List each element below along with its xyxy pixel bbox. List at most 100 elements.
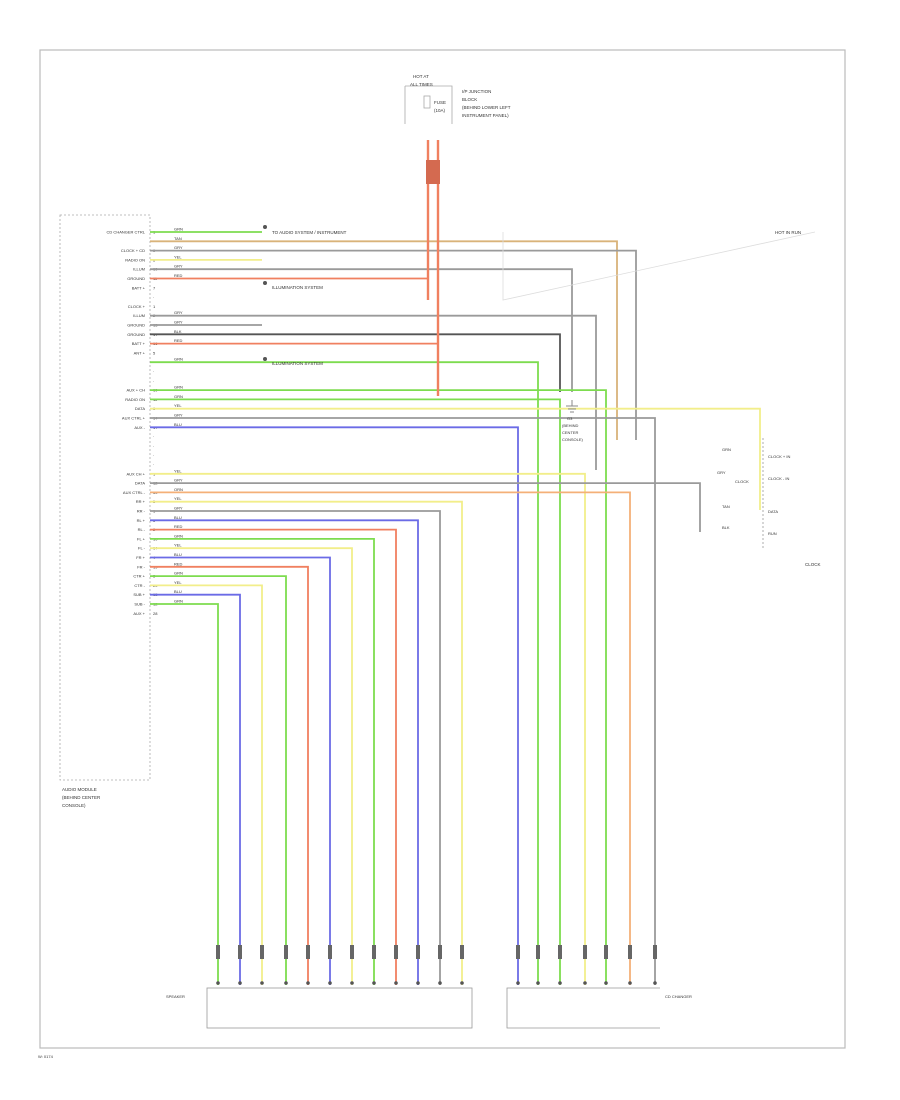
fuse-block-bracket <box>404 85 453 124</box>
audio-module-pin-label: AUX + <box>133 611 145 616</box>
audio-module-pin-label: ANT + <box>134 350 146 355</box>
wire-splice-marker <box>260 945 264 959</box>
wire-color-label: RED <box>174 524 183 529</box>
wire-color-label: GRY <box>174 245 183 250</box>
connector-pin <box>653 981 657 985</box>
clock-pin-label-3: DATA <box>768 509 778 514</box>
wire-trace <box>150 249 637 440</box>
reference-arrow-2 <box>263 281 267 285</box>
connector-pin <box>516 981 520 985</box>
audio-module-pin-label: FR - <box>137 564 145 569</box>
wire-trace <box>150 584 263 985</box>
audio-module-pin-label: FR + <box>136 555 145 560</box>
audio-module-pin-label: CD CHANGER CTRL <box>107 230 146 235</box>
connector-pin <box>416 981 420 985</box>
fuse-block-side-1: I/P JUNCTION <box>462 89 491 94</box>
wire-color-label: YEL <box>174 254 182 259</box>
clock-module: HOT IN RUN CLOCK + IN CLOCK - IN DATA RU… <box>717 230 821 567</box>
clock-hot-label: HOT IN RUN <box>775 230 801 235</box>
audio-module-pin-number: 28 <box>153 611 158 616</box>
footer-code: W: 0174 <box>38 1054 54 1059</box>
wire-splice-marker <box>216 945 220 959</box>
ground-line-2: (BEHIND <box>562 423 579 428</box>
wire-splice-marker <box>284 945 288 959</box>
reference-arrow-3 <box>263 357 267 361</box>
wire-trace <box>150 361 539 985</box>
clock-feed-trace <box>502 231 816 301</box>
audio-module-pin-label: AUX - <box>134 425 145 430</box>
wire-trace <box>150 333 561 392</box>
wire-trace <box>150 603 219 985</box>
fuse-block-line-4: (10A) <box>434 108 446 113</box>
wire-trace <box>150 140 429 280</box>
clock-pin-label-2: CLOCK - IN <box>768 476 789 481</box>
audio-module-pin-number: · <box>153 443 154 448</box>
wire-trace <box>150 472 586 985</box>
wire-splice-marker <box>394 945 398 959</box>
audio-module-name-3: CONSOLE) <box>62 803 86 808</box>
audio-module-pin-label: AUX + CH <box>126 388 145 393</box>
audio-module-pin-label: RR - <box>137 509 146 514</box>
wire-color-label: GRN <box>174 571 183 576</box>
audio-module-pin-label: RL - <box>138 527 146 532</box>
wire-trace <box>150 519 419 985</box>
wire-trace <box>150 593 241 985</box>
wire-trace <box>150 491 631 985</box>
wire-color-label: BLU <box>174 552 182 557</box>
wire-color-label: TAN <box>174 236 182 241</box>
wire-splice-marker <box>416 945 420 959</box>
clock-wire-label-2: GRY <box>717 470 726 475</box>
wire-trace <box>150 565 309 985</box>
audio-module-pin-label: CTR - <box>134 583 145 588</box>
wire-color-label: GRY <box>174 506 183 511</box>
audio-module-pin-number: · <box>153 434 154 439</box>
connector-pin <box>306 981 310 985</box>
wire-splice-marker <box>238 945 242 959</box>
audio-module-pin-label: BATT + <box>132 285 146 290</box>
wire-trace <box>150 417 656 985</box>
audio-module-pin-label: SUB + <box>133 592 145 597</box>
wire-splice-marker <box>460 945 464 959</box>
audio-module-pin-number: · <box>153 453 154 458</box>
cd-changer-connector-label: CD CHANGER <box>665 994 692 999</box>
speaker-connector: SPEAKER <box>166 987 473 1029</box>
wire-trace <box>150 407 761 510</box>
wire-splice-marker <box>516 945 520 959</box>
wire-trace <box>150 575 287 985</box>
clock-wire-label-4: BLK <box>722 525 730 530</box>
clock-wire-label-3: TAN <box>722 504 730 509</box>
wire-splice-marker <box>306 945 310 959</box>
connector-pin <box>372 981 376 985</box>
reference-arrow-1 <box>263 225 267 229</box>
fuse-block-line-1: HOT AT <box>413 74 429 79</box>
connector-pin <box>260 981 264 985</box>
fuse-block: HOT AT ALL TIMES FUSE (10A) I/P JUNCTION… <box>404 74 511 124</box>
wire-color-label: GRY <box>174 413 183 418</box>
audio-module-pin-label: RR + <box>136 499 146 504</box>
wire-trace <box>150 314 597 470</box>
wire-splice-marker <box>536 945 540 959</box>
ground-line-4: CONSOLE) <box>562 437 584 442</box>
wire-trace <box>150 398 561 985</box>
ground-line-3: CENTER <box>562 430 579 435</box>
wire-trace <box>150 268 573 392</box>
diagram-frame <box>39 49 846 1049</box>
wire-trace <box>150 510 441 985</box>
audio-module-pin-label: AUX CH + <box>126 471 145 476</box>
audio-module-pin-label: RADIO ON <box>125 257 145 262</box>
wire-color-label: BLU <box>174 589 182 594</box>
power-feed-splice <box>426 160 440 184</box>
connector-pin <box>216 981 220 985</box>
audio-module-pin-number: · <box>153 378 154 383</box>
wire-color-label: BLK <box>174 329 182 334</box>
connector-pin <box>394 981 398 985</box>
audio-module-pin-label: ILLUM <box>133 267 145 272</box>
wire-color-label: RED <box>174 273 183 278</box>
audio-module-pin-label: GROUND <box>127 276 145 281</box>
connector-pin <box>583 981 587 985</box>
wire-trace <box>150 389 607 985</box>
audio-module-pin-label: GROUND <box>127 323 145 328</box>
clock-module-label: CLOCK <box>735 479 749 484</box>
wire-color-label: GRY <box>174 320 183 325</box>
wire-splice-marker <box>604 945 608 959</box>
